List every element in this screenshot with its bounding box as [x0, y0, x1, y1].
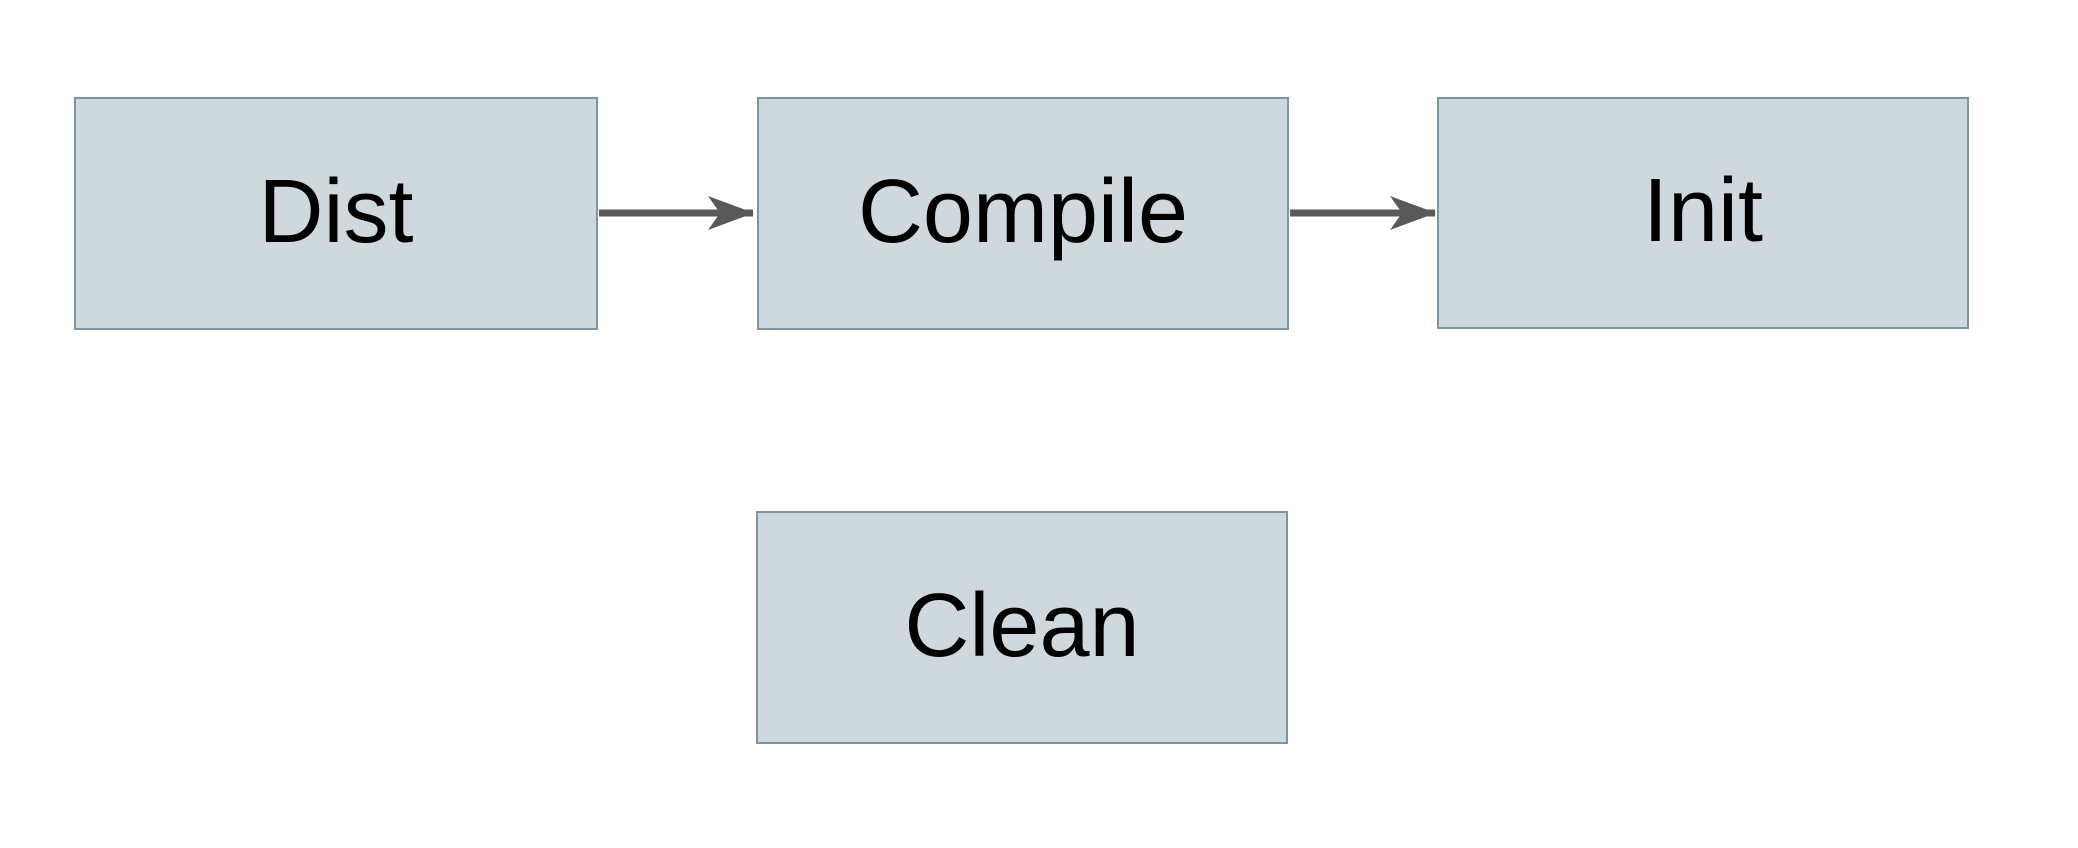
node-dist-label: Dist	[258, 161, 414, 262]
node-init-label: Init	[1642, 161, 1764, 261]
node-init: Init	[1437, 97, 1969, 329]
node-clean: Clean	[756, 511, 1288, 744]
node-clean-label: Clean	[904, 575, 1140, 676]
node-dist: Dist	[74, 97, 598, 330]
node-compile: Compile	[757, 97, 1289, 330]
node-compile-label: Compile	[857, 161, 1189, 262]
